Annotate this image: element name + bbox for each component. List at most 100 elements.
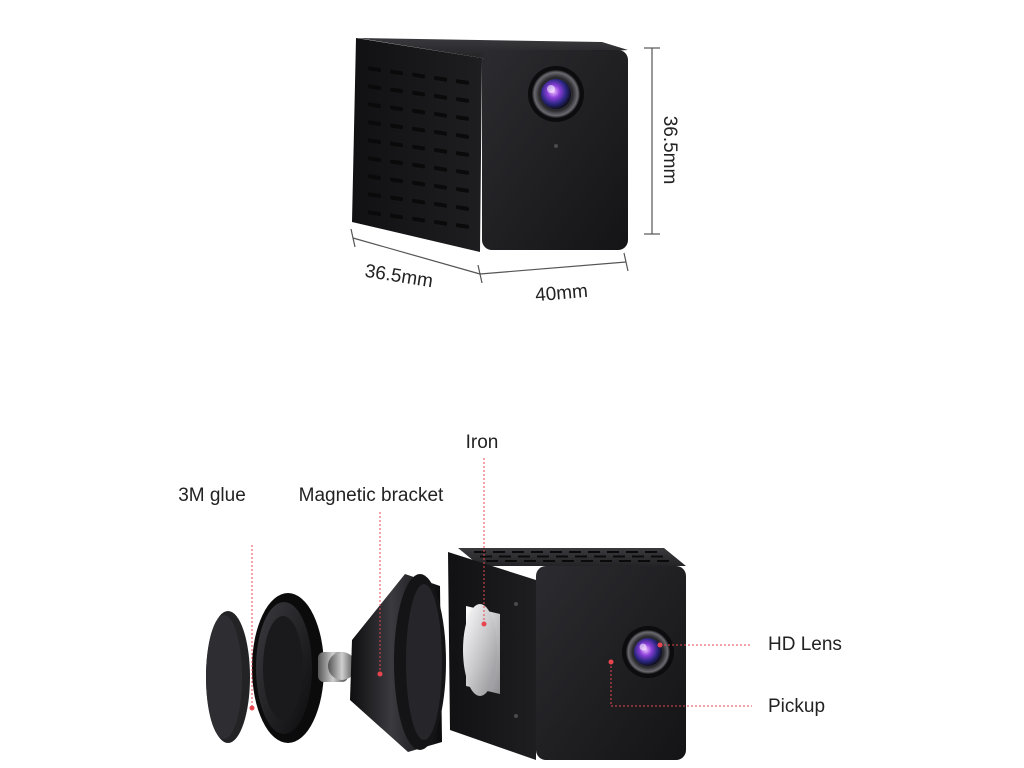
dimension-lines — [350, 47, 660, 284]
grille-slot — [638, 560, 650, 562]
lens-glass — [541, 79, 571, 109]
width-label: 40mm — [534, 281, 588, 307]
grille-slot — [569, 551, 581, 553]
grille-slot — [613, 555, 625, 558]
vent-slot — [456, 223, 469, 229]
depth-dimension-line — [352, 237, 481, 275]
exploded-assembly — [206, 548, 686, 760]
grille-slot — [651, 555, 663, 558]
grille-slot — [562, 560, 574, 562]
camera-front-face — [482, 50, 628, 250]
vent-slot — [390, 105, 403, 112]
depth-label: 36.5mm — [363, 261, 434, 292]
vent-slot — [412, 126, 425, 133]
grille-slot — [575, 555, 587, 558]
top-grille — [474, 551, 669, 562]
vent-slot — [412, 144, 425, 151]
glue-label: 3M glue — [178, 485, 246, 506]
vent-slot — [368, 84, 381, 90]
bracket-base-rim — [406, 584, 442, 740]
grille-slot — [645, 551, 657, 553]
hd-lens-glass — [634, 638, 662, 666]
grille-slot — [594, 555, 606, 558]
grille-slot — [543, 560, 555, 562]
vent-slot — [434, 165, 447, 172]
ball-joint-sphere — [328, 652, 356, 680]
screw-hole-1 — [514, 602, 518, 606]
vent-slot — [390, 123, 403, 130]
grille-slot — [619, 560, 631, 562]
magnetic-disc-center — [263, 616, 303, 720]
callout-dots — [249, 621, 663, 711]
pickup-dot — [608, 659, 614, 665]
vent-slot — [434, 201, 447, 208]
vent-slot — [390, 195, 403, 202]
vent-slot — [456, 205, 469, 211]
lens-label: HD Lens — [768, 634, 842, 655]
grille-slot — [657, 560, 669, 562]
bracket-label: Magnetic bracket — [299, 485, 444, 506]
vent-slot — [368, 138, 381, 144]
vent-slot — [456, 169, 469, 175]
vent-slot — [368, 102, 381, 108]
vent-slot — [368, 120, 381, 126]
iron-plate-disc — [463, 604, 497, 696]
grille-slot — [486, 560, 498, 562]
grille-slot — [505, 560, 517, 562]
callout-lines — [251, 458, 752, 707]
grille-slot — [600, 560, 612, 562]
hd-lens-highlight — [639, 643, 647, 651]
grille-slot — [607, 551, 619, 553]
iron-dot — [481, 621, 487, 627]
depth-tick-left — [350, 228, 356, 248]
grille-slot — [626, 551, 638, 553]
grille-slot — [550, 551, 562, 553]
vent-slot — [434, 111, 447, 118]
vent-slot — [456, 151, 469, 157]
camera-top-view — [352, 38, 628, 252]
width-tick-right — [623, 252, 629, 272]
grille-slot — [531, 551, 543, 553]
vent-slot — [412, 72, 425, 79]
vent-slot — [456, 133, 469, 139]
glue-pad-surface — [206, 615, 242, 739]
vent-slot — [456, 97, 469, 103]
vent-slot — [456, 115, 469, 121]
vent-slot — [456, 79, 469, 85]
vent-slot — [390, 69, 403, 76]
vent-slot — [390, 141, 403, 148]
vent-slot — [368, 156, 381, 162]
vent-slot — [368, 210, 381, 216]
screw-hole-2 — [514, 714, 518, 718]
width-dimension-line — [479, 261, 627, 275]
vent-slot — [368, 192, 381, 198]
vent-slot — [390, 159, 403, 166]
vent-slot — [434, 93, 447, 100]
vent-slot — [434, 219, 447, 226]
vent-slot — [412, 108, 425, 115]
lens-highlight — [547, 85, 555, 93]
vent-slot — [434, 75, 447, 82]
vent-slot — [390, 177, 403, 184]
grille-slot — [581, 560, 593, 562]
vent-slot — [412, 216, 425, 223]
grille-slot — [499, 555, 511, 558]
vent-slot — [434, 129, 447, 136]
pickup-leader — [610, 662, 752, 707]
grille-slot — [480, 555, 492, 558]
grille-slot — [524, 560, 536, 562]
vent-slot — [412, 180, 425, 187]
mic-hole — [554, 144, 558, 148]
vent-slot — [412, 198, 425, 205]
grille-slot — [493, 551, 505, 553]
glue-dot — [249, 705, 255, 711]
vent-slot — [390, 213, 403, 220]
vent-slot — [434, 147, 447, 154]
grille-slot — [518, 555, 530, 558]
lens-dot — [657, 642, 663, 648]
grille-slot — [512, 551, 524, 553]
vent-slot — [412, 162, 425, 169]
iron-label: Iron — [466, 432, 499, 453]
height-label: 36.5mm — [659, 116, 680, 185]
